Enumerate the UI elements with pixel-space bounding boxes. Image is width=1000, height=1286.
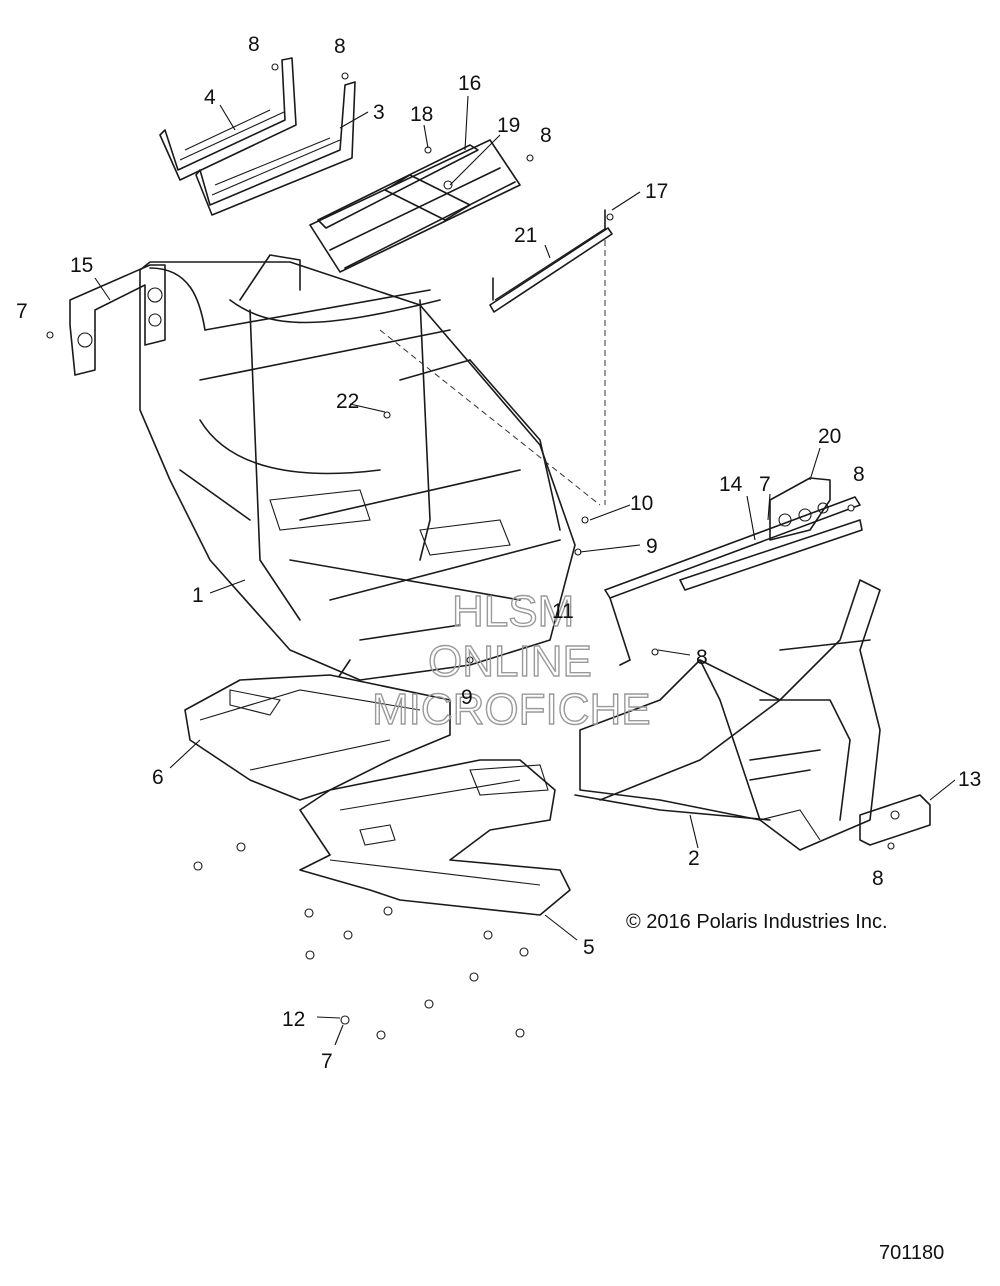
seat-bracket-part-3 [195, 81, 356, 216]
callout-9b: 9 [461, 686, 473, 709]
callout-14: 14 [719, 473, 743, 496]
main-frame-part-1 [139, 254, 576, 691]
watermark-line-3: MICROFICHE [372, 685, 651, 734]
callout-2: 2 [688, 847, 700, 870]
callout-10: 10 [630, 492, 653, 515]
callout-8d: 8 [853, 463, 865, 486]
rail-part-21 [489, 209, 613, 313]
callout-1: 1 [192, 584, 204, 607]
assembly-leader-dashed [379, 329, 601, 506]
rear-frame-part-2 [574, 579, 881, 851]
callout-8f: 8 [872, 867, 884, 890]
front-plate-part-15 [69, 264, 166, 376]
callout-19: 19 [497, 114, 520, 137]
callout-12: 12 [282, 1008, 305, 1031]
callout-7a: 7 [16, 300, 28, 323]
callout-7c: 7 [321, 1050, 333, 1073]
callout-8e: 8 [696, 646, 708, 669]
plate-part-13 [859, 794, 931, 846]
callouts: 8 8 4 3 16 18 19 8 17 21 15 7 22 20 8 14… [16, 33, 981, 1073]
callout-4: 4 [204, 86, 216, 109]
callout-8a: 8 [248, 33, 260, 56]
watermark: HLSM ONLINE MICROFICHE [371, 586, 651, 734]
callout-21: 21 [514, 224, 537, 247]
figure-number: 701180 [879, 1242, 945, 1264]
callout-3: 3 [373, 101, 385, 124]
callout-9a: 9 [646, 535, 658, 558]
leader-lines [94, 95, 956, 1046]
callout-18: 18 [410, 103, 433, 126]
callout-7b: 7 [759, 473, 771, 496]
callout-20: 20 [818, 425, 841, 448]
seat-bracket-part-4 [159, 57, 297, 181]
callout-17: 17 [645, 180, 668, 203]
seat-base-part-16 [309, 139, 521, 273]
rear-crossmember-part-20 [604, 477, 863, 666]
callout-8c: 8 [540, 124, 552, 147]
callout-13: 13 [958, 768, 981, 791]
callout-15: 15 [70, 254, 93, 277]
skid-plate-part-5 [299, 759, 571, 916]
callout-16: 16 [458, 72, 481, 95]
callout-8b: 8 [334, 35, 346, 58]
copyright-notice: © 2016 Polaris Industries Inc. [626, 911, 888, 933]
callout-11: 11 [552, 600, 574, 623]
watermark-line-1: HLSM [452, 587, 574, 636]
callout-5: 5 [583, 936, 595, 959]
fasteners [46, 63, 895, 1040]
callout-6: 6 [152, 766, 164, 789]
callout-22: 22 [336, 390, 359, 413]
skid-plate-part-6 [184, 674, 451, 801]
watermark-line-2: ONLINE [428, 637, 592, 686]
